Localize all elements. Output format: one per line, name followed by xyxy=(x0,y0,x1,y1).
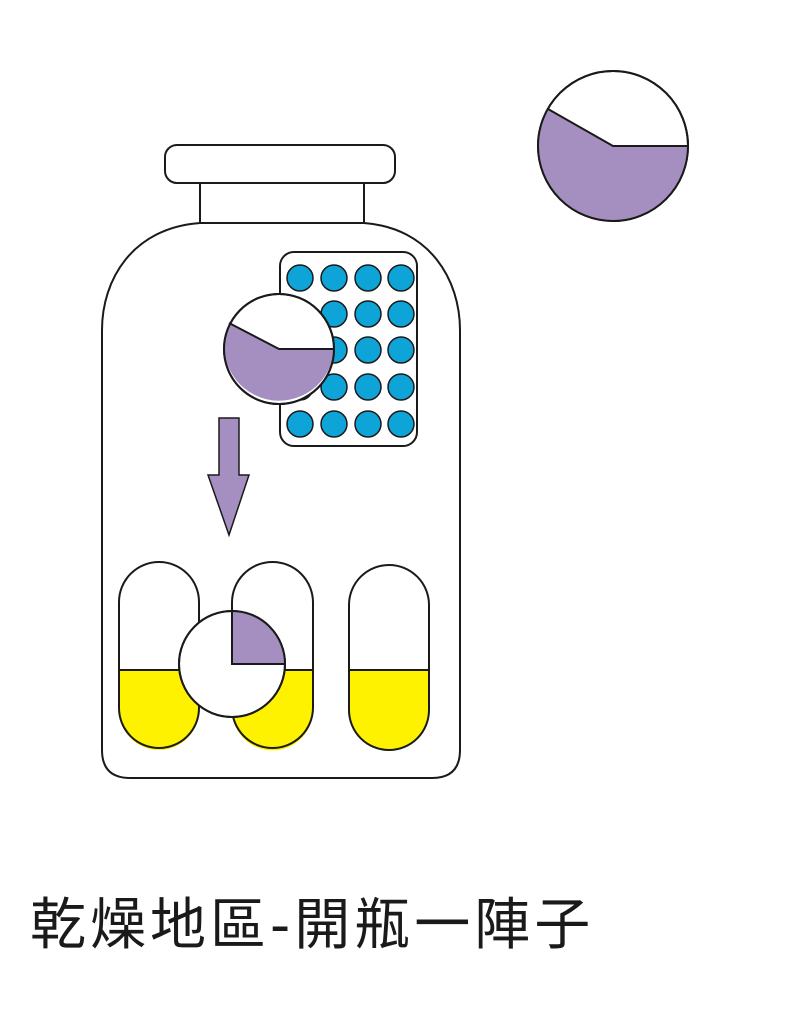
humidity-indicator-in-jar xyxy=(224,294,334,404)
desiccant-bead xyxy=(321,411,347,437)
desiccant-bead xyxy=(355,337,381,363)
caption: 乾燥地區-開瓶一陣子 xyxy=(30,880,594,961)
desiccant-bead xyxy=(388,411,414,437)
desiccant-bead xyxy=(355,301,381,327)
desiccant-bead xyxy=(388,265,414,291)
desiccant-bead xyxy=(355,265,381,291)
desiccant-bead xyxy=(287,411,313,437)
desiccant-bead xyxy=(388,374,414,400)
jar-neck xyxy=(200,183,364,223)
desiccant-bead xyxy=(321,265,347,291)
desiccant-bead xyxy=(355,374,381,400)
humidity-indicator-capsules xyxy=(179,611,285,717)
desiccant-bead xyxy=(388,337,414,363)
humidity-indicator-outside xyxy=(538,71,688,221)
jar-lid xyxy=(165,145,395,183)
desiccant-bead xyxy=(388,301,414,327)
desiccant-bead xyxy=(287,265,313,291)
desiccant-bead xyxy=(355,411,381,437)
